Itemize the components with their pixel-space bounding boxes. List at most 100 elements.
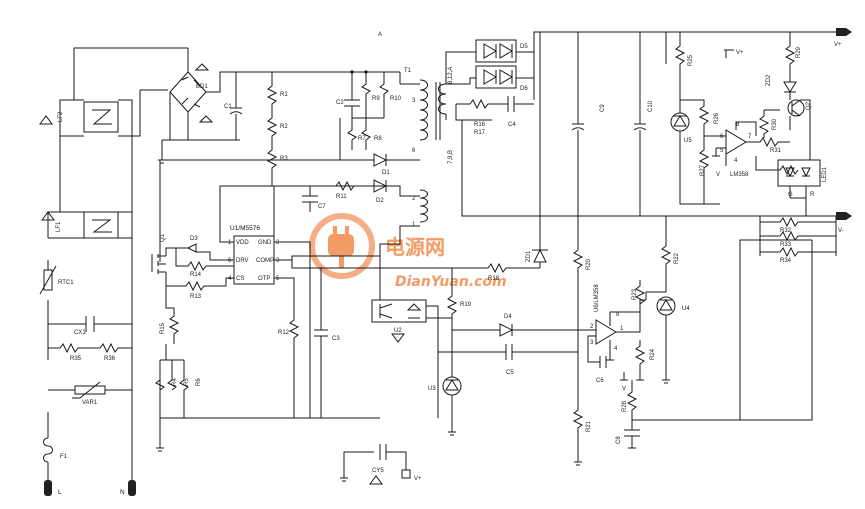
label-r9: R9 bbox=[372, 96, 380, 102]
watermark-cn: 电源网 bbox=[385, 235, 445, 259]
pin-t1-6: 6 bbox=[412, 148, 416, 154]
label-c7: C7 bbox=[318, 204, 326, 210]
label-zd2: ZD2 bbox=[766, 74, 772, 86]
label-c1: C1 bbox=[224, 104, 232, 110]
label-d1: D1 bbox=[382, 170, 390, 176]
label-r4: R4 bbox=[172, 378, 178, 386]
pin-u6-2: 2 bbox=[590, 324, 594, 330]
label-l: L bbox=[58, 489, 62, 496]
terminal-n bbox=[128, 480, 136, 496]
label-r1: R1 bbox=[280, 92, 288, 98]
pin-drv: DRV bbox=[236, 258, 249, 264]
label-c8: C8 bbox=[616, 436, 622, 444]
pin-t1-1: 1 bbox=[412, 222, 416, 228]
label-var1: VAR1 bbox=[82, 400, 98, 406]
pin-t1-3: 3 bbox=[412, 98, 416, 104]
label-c9: C9 bbox=[600, 104, 606, 112]
label-r32: R32 bbox=[780, 228, 792, 234]
winding-bot: 7,9,B bbox=[448, 150, 454, 164]
ic-u1 bbox=[233, 235, 275, 285]
label-bd1: BD1 bbox=[196, 84, 208, 90]
label-r29: R29 bbox=[796, 46, 802, 58]
label-c10: C10 bbox=[648, 100, 654, 112]
label-d4: D4 bbox=[504, 314, 512, 320]
label-r23: R23 bbox=[632, 288, 638, 300]
label-cy5-vplus: V+ bbox=[414, 476, 422, 482]
watermark: 电源网 DianYuan.com bbox=[309, 213, 507, 290]
label-ic-main: U1/M5576 bbox=[230, 225, 260, 232]
label-r6: R6 bbox=[196, 378, 202, 386]
pin-u5a-8: 8 bbox=[736, 122, 740, 128]
label-r31: R31 bbox=[770, 148, 782, 154]
pin-u1-2: 2 bbox=[276, 240, 280, 246]
label-lf2: LF2 bbox=[58, 111, 64, 122]
label-rtc1: RTC1 bbox=[58, 280, 74, 286]
label-r12: R12 bbox=[278, 330, 290, 336]
label-d3: D3 bbox=[190, 236, 198, 242]
label-r25: R25 bbox=[688, 54, 694, 66]
label-r34: R34 bbox=[780, 258, 792, 264]
label-r: R bbox=[810, 192, 815, 198]
feedback-section: ZD1 R20 R21 U6/LM358 8 2 3 1 4 C6 V R23 … bbox=[526, 32, 813, 466]
label-top-a: A bbox=[378, 32, 382, 38]
label-r2: R2 bbox=[280, 124, 288, 130]
ac-input-section: L N F1 VAR1 R35 R36 CX1 RTC1 LF1 LF2 bbox=[39, 32, 382, 496]
label-r20: R20 bbox=[586, 258, 592, 270]
label-r13: R13 bbox=[190, 294, 202, 300]
label-f1: F1 bbox=[60, 454, 68, 460]
pin-u6-1: 1 bbox=[620, 326, 624, 332]
mosfet-q1: Q1 D3 R14 R13 R15 R4 R5 R6 bbox=[151, 159, 340, 418]
pwm-controller-u1: U1/M5576 VDD DRV CS GND COMP OTP 1 6 4 2… bbox=[156, 179, 540, 452]
pin-u1-1: 1 bbox=[228, 240, 232, 246]
label-c6: C6 bbox=[596, 378, 604, 384]
label-r3: R3 bbox=[280, 156, 288, 162]
label-r11: R11 bbox=[336, 194, 347, 200]
watermark-en: DianYuan.com bbox=[395, 274, 507, 290]
label-c3: C3 bbox=[332, 336, 340, 342]
pin-u5a-5: 5 bbox=[720, 148, 724, 154]
pin-vdd: VDD bbox=[236, 240, 249, 246]
label-u5: U5 bbox=[684, 138, 692, 144]
pin-u6-8: 8 bbox=[616, 312, 620, 318]
label-lm358b: U6/LM358 bbox=[594, 284, 600, 312]
fuse-f1 bbox=[43, 437, 53, 463]
label-cx1: CX1 bbox=[74, 330, 86, 336]
label-d2: D2 bbox=[376, 198, 384, 204]
pin-u1-6: 6 bbox=[228, 258, 232, 264]
y-capacitor: CY5 V+ bbox=[340, 444, 422, 485]
pin-u5a-7: 7 bbox=[748, 134, 752, 140]
label-v-u5: V bbox=[716, 172, 720, 178]
label-vplus-out: V+ bbox=[834, 42, 842, 48]
label-v-u6: V bbox=[622, 386, 626, 392]
label-r36: R36 bbox=[104, 356, 116, 362]
label-u2: U2 bbox=[394, 328, 402, 334]
label-r7: R7 bbox=[358, 136, 366, 142]
label-r33: R33 bbox=[780, 242, 792, 248]
snubber-network: R1 R2 R3 C2 R9 R10 R7 R8 D1 bbox=[266, 70, 410, 186]
label-r15: R15 bbox=[160, 322, 166, 334]
label-u3: U3 bbox=[428, 386, 436, 392]
bridge-rectifier-bd1: BD1 C1 bbox=[140, 48, 400, 164]
label-led1: LED1 bbox=[822, 166, 828, 182]
label-r30: R30 bbox=[772, 118, 778, 130]
label-r16: R16 bbox=[474, 122, 486, 128]
pin-u5a-6: 6 bbox=[720, 134, 724, 140]
terminal-vplus bbox=[836, 28, 852, 36]
label-r19: R19 bbox=[460, 302, 472, 308]
label-vminus-out: V- bbox=[838, 228, 844, 234]
label-r8: R8 bbox=[374, 136, 382, 142]
label-r14: R14 bbox=[190, 272, 202, 278]
label-lf1: LF1 bbox=[56, 221, 62, 232]
pin-t1-2: 2 bbox=[412, 196, 416, 202]
pin-gnd: GND bbox=[258, 240, 272, 246]
label-d6: D6 bbox=[520, 86, 528, 92]
pin-u1-4: 4 bbox=[228, 276, 232, 282]
terminal-vminus bbox=[836, 212, 852, 220]
label-q2: Q2 bbox=[806, 101, 812, 110]
label-r24: R24 bbox=[650, 348, 656, 360]
label-r5: R5 bbox=[184, 378, 190, 386]
label-u4: U4 bbox=[682, 306, 690, 312]
winding-top: 8,12,A bbox=[448, 67, 454, 84]
label-r35: R35 bbox=[70, 356, 82, 362]
